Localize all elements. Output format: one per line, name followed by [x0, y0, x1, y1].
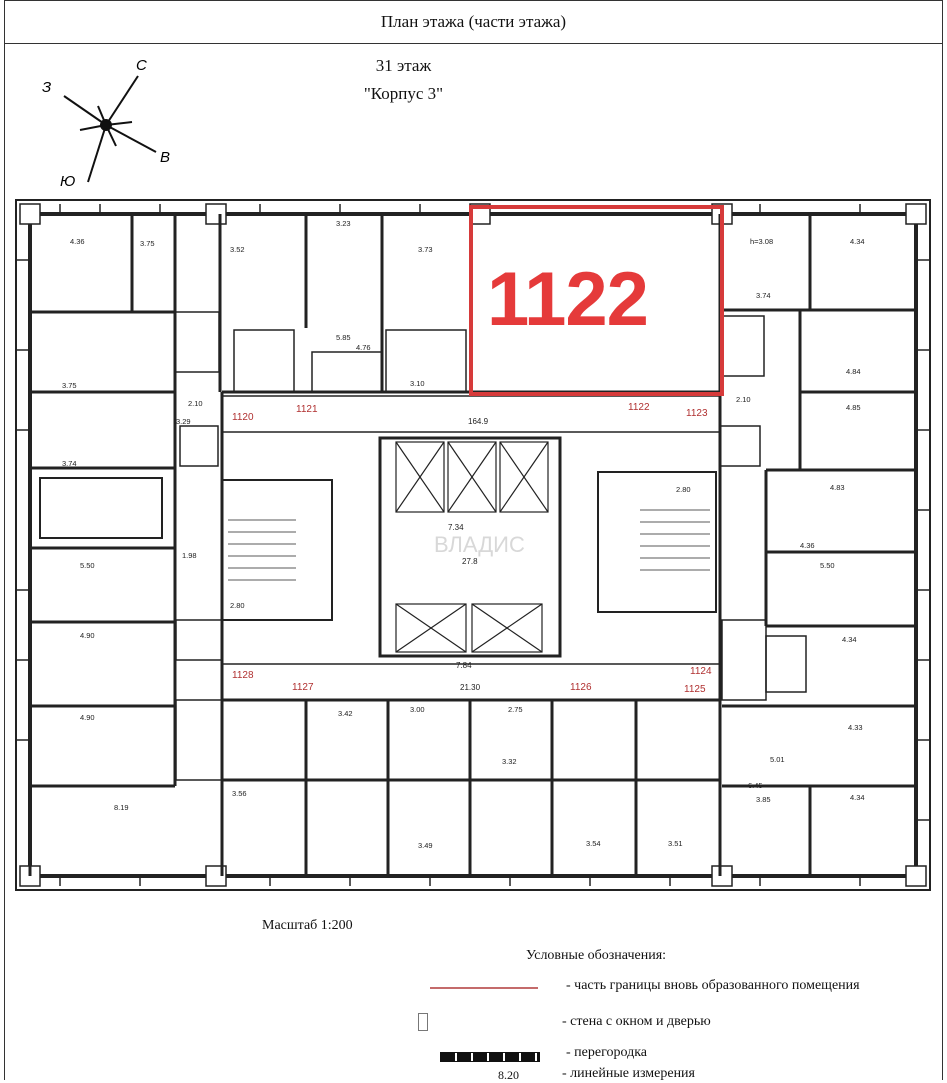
svg-text:3.56: 3.56: [232, 789, 247, 798]
legend-item-dimensions: - линейные измерения: [562, 1066, 695, 1081]
svg-text:3.75: 3.75: [140, 239, 155, 248]
svg-text:4.33: 4.33: [848, 723, 863, 732]
hall-length: 7.84: [456, 661, 472, 670]
unit-label: 1124: [690, 666, 712, 677]
frame-right-border: [942, 44, 943, 1080]
unit-label: 1126: [570, 682, 592, 693]
svg-text:3.49: 3.49: [418, 841, 433, 850]
unit-label: 1128: [232, 670, 254, 681]
highlight-boundary: [469, 205, 724, 396]
svg-text:1.98: 1.98: [182, 551, 197, 560]
hall-area: 27.8: [462, 557, 478, 566]
svg-text:4.90: 4.90: [80, 713, 95, 722]
svg-text:8.19: 8.19: [114, 803, 129, 812]
svg-text:5.50: 5.50: [820, 561, 835, 570]
svg-text:4.90: 4.90: [80, 631, 95, 640]
compass-south: Ю: [60, 173, 75, 190]
svg-text:5.01: 5.01: [770, 755, 785, 764]
svg-text:3.32: 3.32: [502, 757, 517, 766]
compass-rose: С З В Ю: [42, 57, 170, 190]
corridor-length: 21.30: [460, 683, 481, 692]
corridor-area: 164.9: [468, 417, 489, 426]
svg-text:3.73: 3.73: [418, 245, 433, 254]
highlighted-unit-number: 1122: [487, 257, 649, 342]
svg-text:h=3.08: h=3.08: [750, 237, 773, 246]
svg-text:5.85: 5.85: [336, 333, 351, 342]
svg-text:3.75: 3.75: [62, 381, 77, 390]
svg-text:3.51: 3.51: [668, 839, 683, 848]
svg-text:2.80: 2.80: [676, 485, 691, 494]
svg-text:3.52: 3.52: [230, 245, 245, 254]
unit-label: 1122: [628, 402, 650, 413]
svg-text:3.00: 3.00: [410, 705, 425, 714]
legend-item-boundary: - часть границы вновь образованного поме…: [566, 978, 860, 993]
svg-text:4.34: 4.34: [842, 635, 857, 644]
legend-item-partition: - перегородка: [566, 1045, 647, 1060]
svg-text:3.85: 3.85: [756, 795, 771, 804]
svg-text:2.75: 2.75: [508, 705, 523, 714]
svg-text:2.10: 2.10: [188, 399, 203, 408]
compass-west: З: [42, 79, 51, 96]
svg-text:4.34: 4.34: [850, 237, 865, 246]
frame-left-border: [4, 44, 5, 1080]
legend-partition-symbol: [440, 1052, 540, 1062]
svg-text:2.80: 2.80: [230, 601, 245, 610]
floor-label: 31 этаж: [375, 56, 432, 75]
legend-title: Условные обозначения:: [526, 948, 667, 963]
svg-text:4.36: 4.36: [70, 237, 85, 246]
unit-label: 1120: [232, 412, 254, 423]
building-label: "Корпус 3": [363, 84, 444, 103]
legend-dim-sample: 8.20: [498, 1068, 519, 1082]
compass-east: В: [160, 149, 170, 166]
svg-text:3.74: 3.74: [62, 459, 77, 468]
legend-item-wall: - стена с окном и дверью: [562, 1014, 711, 1029]
svg-text:3.23: 3.23: [336, 219, 351, 228]
svg-text:4.36: 4.36: [800, 541, 815, 550]
legend-window-symbol: [418, 1013, 428, 1031]
svg-text:6.45: 6.45: [748, 781, 763, 790]
legend-red-line: [430, 987, 538, 989]
svg-text:3.54: 3.54: [586, 839, 601, 848]
svg-text:2.10: 2.10: [736, 395, 751, 404]
svg-text:4.85: 4.85: [846, 403, 861, 412]
svg-text:3.74: 3.74: [756, 291, 771, 300]
scale-label: Масштаб 1:200: [262, 918, 353, 933]
compass-north: С: [136, 57, 147, 74]
hall-width: 7.34: [448, 523, 464, 532]
svg-text:3.10: 3.10: [410, 379, 425, 388]
svg-text:4.76: 4.76: [356, 343, 371, 352]
svg-text:4.34: 4.34: [850, 793, 865, 802]
unit-label: 1127: [292, 682, 314, 693]
svg-text:4.84: 4.84: [846, 367, 861, 376]
unit-label: 1125: [684, 684, 706, 695]
svg-text:3.29: 3.29: [176, 417, 191, 426]
watermark: ВЛАДИС: [434, 532, 525, 557]
svg-text:4.83: 4.83: [830, 483, 845, 492]
plan-title: План этажа (части этажа): [4, 0, 943, 44]
svg-text:5.50: 5.50: [80, 561, 95, 570]
unit-label: 1123: [686, 408, 708, 419]
svg-text:3.42: 3.42: [338, 709, 353, 718]
unit-label: 1121: [296, 404, 318, 415]
